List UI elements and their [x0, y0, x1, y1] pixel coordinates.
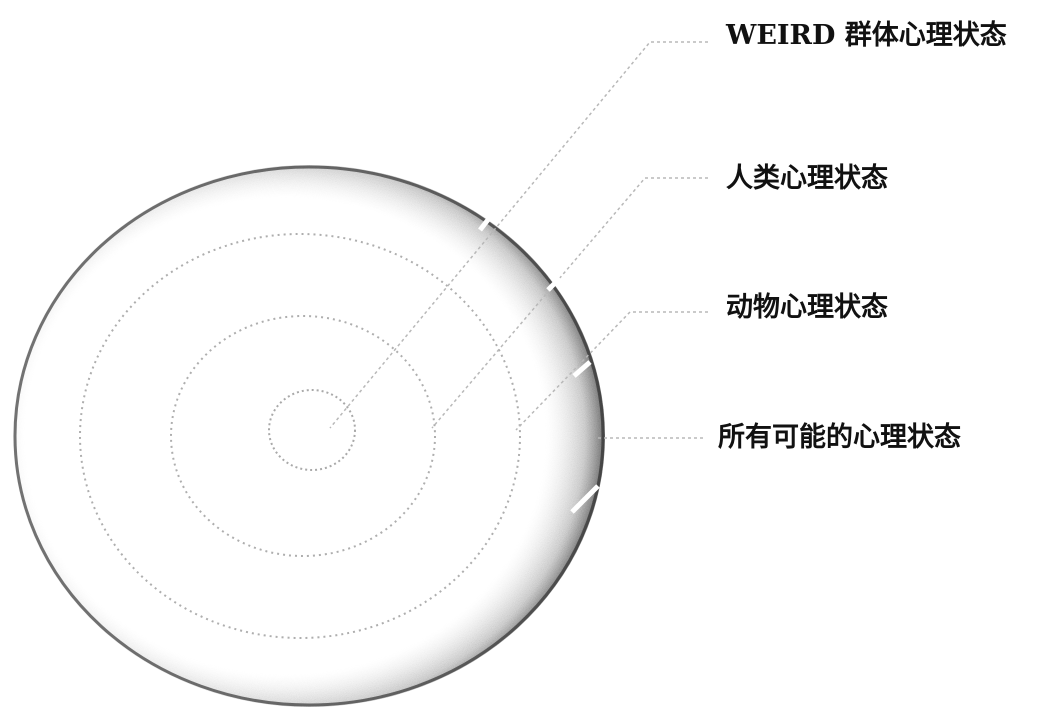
ring-gaps [478, 210, 600, 514]
leader-line-animal [515, 311, 708, 431]
leader-line-weird [329, 41, 708, 429]
circle-human-mental-states [170, 315, 436, 557]
label-human-mental-states: 人类心理状态 [726, 163, 888, 194]
circle-weird-mental-states [268, 389, 356, 471]
leader-line-human [431, 177, 708, 429]
circle-all-possible-mental-states [13, 165, 605, 707]
leader-lines [329, 41, 708, 439]
circle-animal-mental-states [79, 233, 521, 639]
label-animal-mental-states: 动物心理状态 [726, 292, 888, 323]
label-weird-mental-states: WEIRD 群体心理状态 [726, 20, 1007, 51]
label-all-possible-mental-states: 所有可能的心理状态 [718, 422, 961, 453]
